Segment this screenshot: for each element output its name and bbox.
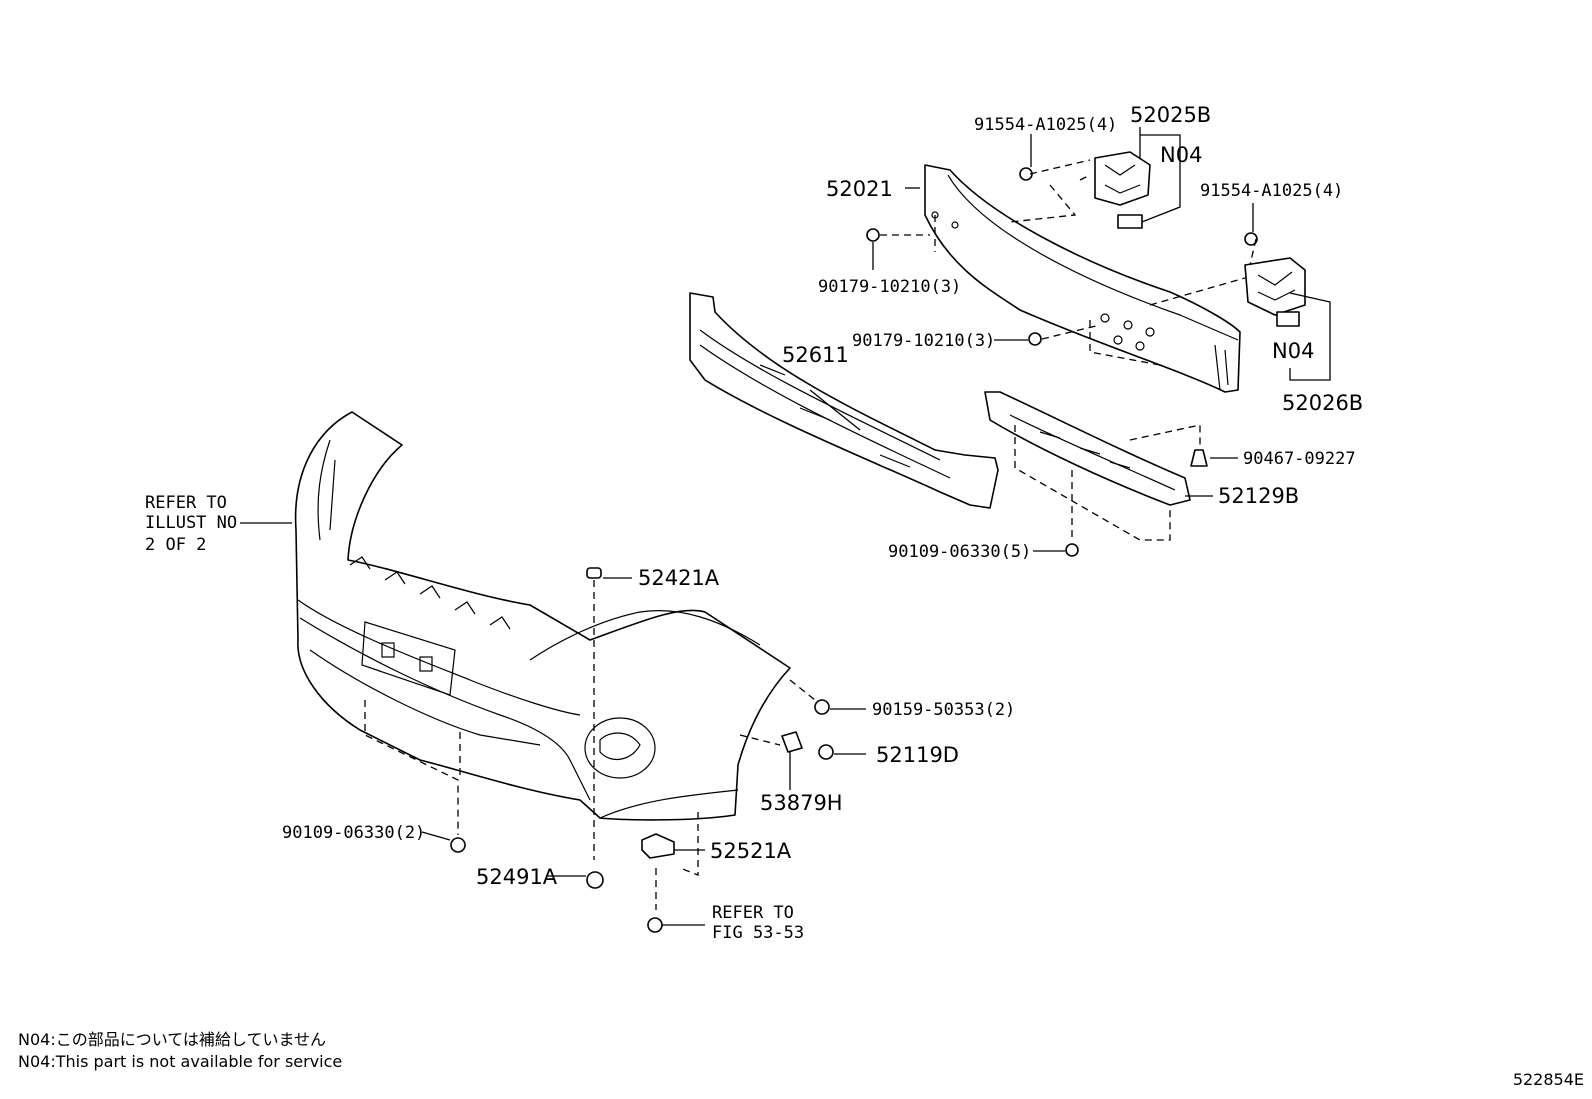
- label-53879H: 53879H: [760, 791, 843, 815]
- fastener-bolt-91554-right: [1244, 232, 1258, 246]
- label-91554-top: 91554-A1025(4): [974, 115, 1117, 135]
- fastener-clip-90467: [1190, 449, 1208, 467]
- note-english: N04:This part is not available for servi…: [18, 1052, 343, 1071]
- label-refer-fig-1: REFER TO: [712, 903, 794, 923]
- label-52521A: 52521A: [710, 839, 792, 863]
- fastener-nut-90179-mid: [1028, 332, 1042, 346]
- part-labels: 52025B 91554-A1025(4) 52021 N04 91554-A1…: [145, 103, 1363, 943]
- label-52611: 52611: [782, 343, 849, 367]
- label-90467: 90467-09227: [1243, 449, 1356, 469]
- retainer-52129B: [984, 391, 1191, 506]
- diagram-code: 522854E: [1512, 1070, 1584, 1089]
- label-52129B: 52129B: [1218, 484, 1299, 508]
- reinforcement-52021: [924, 164, 1241, 393]
- label-52421A: 52421A: [638, 566, 720, 590]
- fastener-clip-53879H: [781, 731, 803, 753]
- label-90109-left: 90109-06330(2): [282, 823, 425, 843]
- note-japanese: N04:この部品については補給していません: [18, 1030, 326, 1049]
- bracket-52025B: [1094, 151, 1151, 229]
- label-90159: 90159-50353(2): [872, 700, 1015, 720]
- label-n04-top: N04: [1160, 143, 1202, 167]
- label-52026B: 52026B: [1282, 391, 1363, 415]
- label-n04-right: N04: [1272, 339, 1314, 363]
- bumper-cover: [294, 411, 791, 821]
- label-refer-fig-2: FIG 53-53: [712, 923, 804, 943]
- leader-lines: [240, 127, 1331, 926]
- label-52025B: 52025B: [1130, 103, 1211, 127]
- fastener-screw-52119D: [818, 744, 834, 760]
- label-refer-illust-1: REFER TO: [145, 493, 227, 513]
- label-refer-illust-2: ILLUST NO: [145, 513, 237, 533]
- fastener-bracket-52521A: [641, 833, 675, 859]
- bracket-52026B: [1244, 257, 1306, 327]
- label-52021: 52021: [826, 177, 893, 201]
- label-refer-illust-3: 2 OF 2: [145, 535, 206, 555]
- label-52491A: 52491A: [476, 865, 558, 889]
- fastener-screw-fig-53-53: [647, 917, 663, 933]
- label-90179-top: 90179-10210(3): [818, 277, 961, 297]
- label-91554-right: 91554-A1025(4): [1200, 181, 1343, 201]
- fastener-clip-52421A: [586, 567, 602, 579]
- label-90109-right: 90109-06330(5): [888, 542, 1031, 562]
- fastener-bolt-52491A: [586, 871, 604, 889]
- assembly-dashes: [364, 159, 1257, 910]
- absorber-52611: [689, 292, 999, 509]
- label-90179-mid: 90179-10210(3): [852, 331, 995, 351]
- fastener-bolt-90109-right: [1065, 543, 1079, 557]
- fastener-screw-90159: [814, 699, 830, 715]
- fastener-bolt-90109-left: [450, 837, 466, 853]
- fastener-nut-90179-top: [866, 228, 880, 242]
- label-52119D: 52119D: [876, 743, 959, 767]
